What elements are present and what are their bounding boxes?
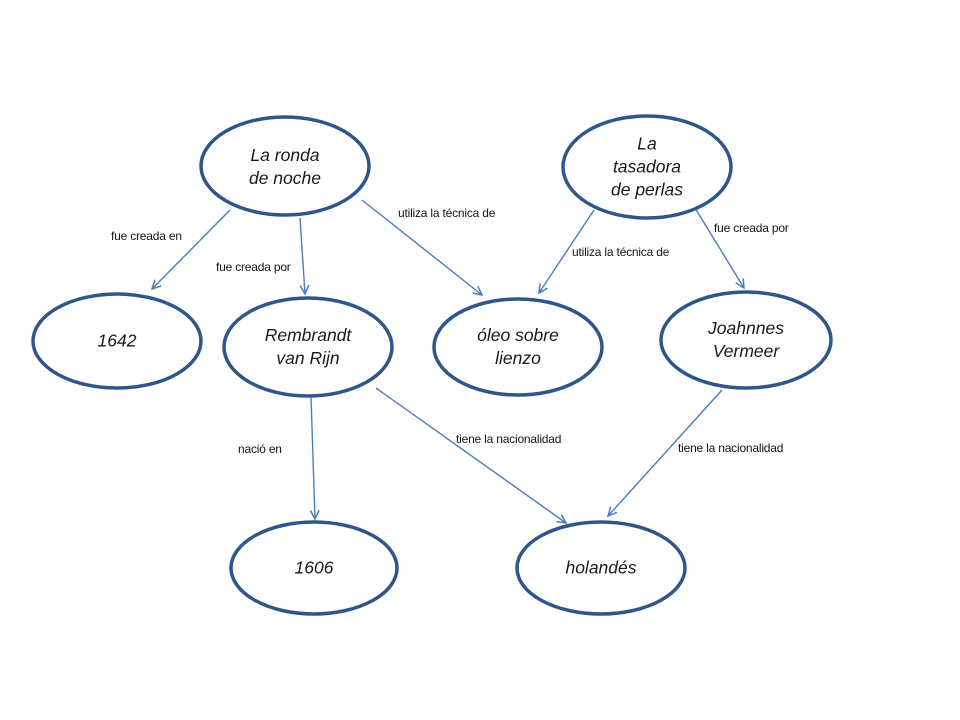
edge-la-ronda-de-noche-to-1642 — [150, 209, 231, 291]
edge-joahnnes-vermeer-to-holandes — [606, 389, 723, 518]
edge-rembrandt-van-rijn-to-1606 — [309, 396, 320, 521]
edge-la-ronda-de-noche-to-oleo-sobre-lienzo — [361, 199, 484, 297]
node-ellipse-1606 — [229, 520, 399, 616]
node-ellipse-rembrandt-van-rijn — [222, 296, 394, 398]
node-ellipse-la-ronda-de-noche — [199, 115, 371, 217]
edge-la-tasadora-de-perlas-to-joahnnes-vermeer — [694, 207, 745, 290]
node-ellipse-holandes — [515, 520, 687, 616]
edge-rembrandt-van-rijn-to-holandes — [375, 387, 568, 524]
node-ellipses — [31, 114, 833, 616]
edge-arrows — [150, 199, 745, 524]
node-ellipse-oleo-sobre-lienzo — [432, 297, 604, 397]
node-ellipse-la-tasadora-de-perlas — [561, 114, 733, 220]
edge-la-ronda-de-noche-to-rembrandt-van-rijn — [299, 217, 310, 296]
edge-la-tasadora-de-perlas-to-oleo-sobre-lienzo — [538, 209, 595, 295]
node-ellipse-1642 — [31, 292, 203, 390]
node-ellipse-joahnnes-vermeer — [659, 290, 833, 390]
